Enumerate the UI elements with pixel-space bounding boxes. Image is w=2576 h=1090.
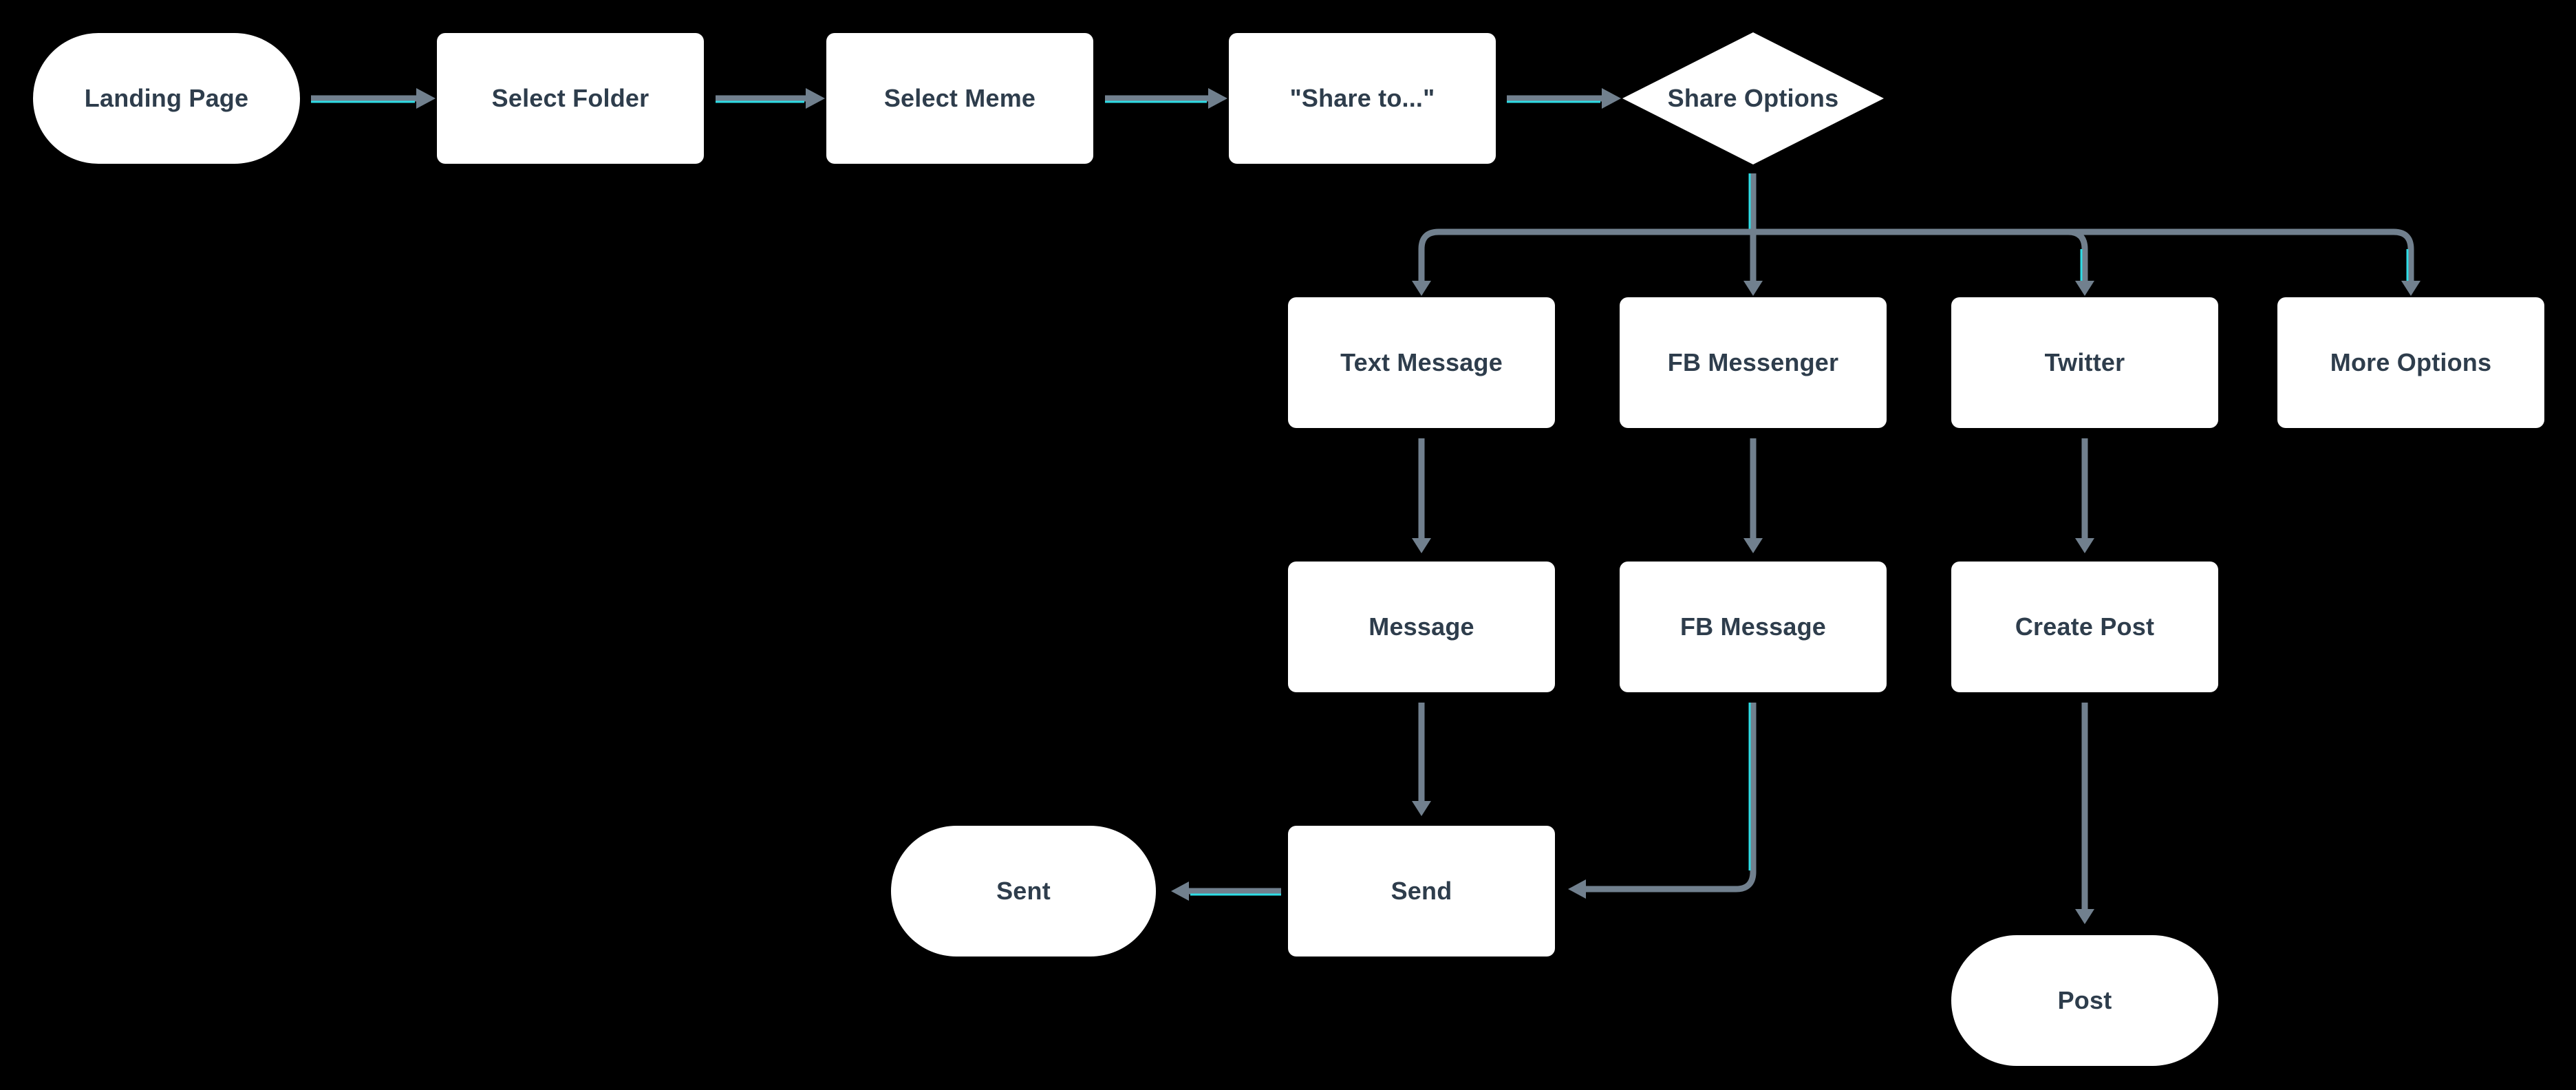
- node-create-post[interactable]: Create Post: [1951, 562, 2218, 692]
- node-share-to-label: "Share to...": [1289, 84, 1435, 112]
- node-twitter[interactable]: Twitter: [1951, 297, 2218, 428]
- node-sent-label: Sent: [996, 877, 1051, 905]
- node-share-to[interactable]: "Share to...": [1229, 33, 1496, 164]
- node-landing-page[interactable]: Landing Page: [33, 33, 300, 164]
- node-post-label: Post: [2057, 986, 2112, 1014]
- node-send[interactable]: Send: [1288, 826, 1555, 957]
- node-create-post-label: Create Post: [2015, 612, 2155, 641]
- node-post[interactable]: Post: [1951, 935, 2218, 1066]
- edge-create-post-to-post: [2075, 703, 2094, 924]
- node-share-options-label: Share Options: [1667, 84, 1839, 112]
- edge-fb-messenger-to-fb-message: [1743, 438, 1763, 553]
- node-fb-messenger[interactable]: FB Messenger: [1620, 297, 1887, 428]
- node-sent[interactable]: Sent: [891, 826, 1156, 957]
- node-fb-message-label: FB Message: [1679, 612, 1827, 641]
- node-message[interactable]: Message: [1288, 562, 1555, 692]
- node-more-options[interactable]: More Options: [2277, 297, 2544, 428]
- node-select-folder[interactable]: Select Folder: [437, 33, 704, 164]
- edge-share-to-to-share-options: [1507, 88, 1621, 109]
- node-select-folder-label: Select Folder: [491, 84, 650, 112]
- node-message-label: Message: [1368, 612, 1474, 641]
- edge-send-to-sent: [1171, 881, 1281, 901]
- edge-select-meme-to-share-to: [1105, 88, 1227, 109]
- edge-message-to-send: [1412, 703, 1431, 816]
- node-select-meme-label: Select Meme: [883, 84, 1036, 112]
- edge-landing-to-select-folder: [311, 88, 436, 109]
- node-landing-page-label: Landing Page: [84, 84, 249, 112]
- node-text-message-label: Text Message: [1340, 348, 1503, 376]
- edge-text-message-to-message: [1412, 438, 1431, 553]
- node-twitter-label: Twitter: [2044, 348, 2125, 376]
- edge-fb-message-to-send: [1568, 703, 1757, 899]
- node-select-meme[interactable]: Select Meme: [826, 33, 1093, 164]
- node-send-label: Send: [1391, 877, 1452, 905]
- edge-share-options-branches: [1412, 173, 2421, 296]
- node-fb-messenger-label: FB Messenger: [1667, 348, 1839, 376]
- node-fb-message[interactable]: FB Message: [1620, 562, 1887, 692]
- node-text-message[interactable]: Text Message: [1288, 297, 1555, 428]
- edge-select-folder-to-select-meme: [716, 88, 825, 109]
- node-more-options-label: More Options: [2330, 348, 2492, 376]
- edge-twitter-to-create-post: [2075, 438, 2094, 553]
